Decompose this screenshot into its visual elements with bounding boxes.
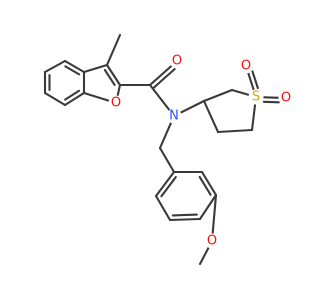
atom-o-sulfone-top: O	[238, 58, 254, 74]
double-bond-primary	[154, 170, 176, 198]
double-bond-secondary	[64, 89, 81, 101]
double-bond-secondary	[171, 213, 198, 217]
atom-mask	[169, 53, 185, 69]
atom-label-n-amide: N	[169, 109, 179, 124]
single-bond	[158, 146, 176, 174]
atom-mask	[108, 95, 124, 111]
atom-mask	[248, 89, 264, 105]
atom-mask	[204, 233, 220, 249]
single-bond	[148, 83, 171, 112]
double-bond-secondary	[151, 67, 176, 90]
double-bond-secondary	[198, 175, 212, 196]
molecule-diagram: O N O S O O O	[43, 33, 294, 266]
single-bond	[154, 194, 172, 222]
double-bond-primary	[148, 64, 173, 87]
atom-o-methoxy: O	[204, 233, 220, 249]
double-bond-primary	[63, 59, 86, 74]
atom-o-sulfone-right: O	[278, 90, 294, 106]
double-bond-primary	[262, 96, 281, 99]
single-bond	[198, 193, 218, 221]
bond-layer	[43, 33, 281, 266]
single-bond	[105, 33, 122, 67]
double-bond-primary	[247, 71, 255, 91]
double-bond-secondary	[251, 70, 259, 90]
single-bond	[43, 91, 67, 107]
double-bond-secondary	[64, 65, 81, 76]
atom-n-amide: N	[166, 108, 182, 124]
single-bond	[202, 99, 220, 134]
atom-label-o-furan: O	[111, 96, 121, 111]
double-bond-primary	[168, 217, 202, 222]
single-bond	[211, 193, 218, 236]
double-bond-primary	[200, 170, 218, 197]
atom-mask	[238, 58, 254, 74]
atom-mask	[166, 108, 182, 124]
double-bond-secondary	[262, 100, 280, 104]
single-bond	[43, 59, 67, 74]
atom-label-o-sulfone-top: O	[241, 59, 251, 74]
atom-label-s-sulfone: S	[252, 90, 260, 105]
single-bond	[82, 91, 111, 102]
atom-o-carbonyl: O	[169, 53, 185, 69]
single-bond	[198, 246, 210, 266]
single-bond	[230, 88, 250, 96]
double-bond-primary	[105, 63, 122, 87]
atom-o-furan: O	[108, 95, 124, 111]
single-bond	[116, 83, 122, 98]
single-bond	[179, 99, 206, 114]
double-bond-secondary	[160, 176, 177, 198]
atom-label-o-sulfone-right: O	[281, 91, 291, 106]
single-bond	[250, 103, 257, 132]
single-bond	[158, 121, 173, 150]
atom-label-o-methoxy: O	[207, 234, 217, 249]
double-bond-primary	[63, 91, 86, 107]
double-bond-secondary	[103, 68, 116, 86]
single-bond	[216, 128, 254, 134]
atom-layer: O N O S O O O	[108, 53, 294, 249]
atom-mask	[278, 90, 294, 106]
single-bond	[82, 63, 109, 74]
single-bond	[202, 88, 234, 103]
atom-label-o-carbonyl: O	[172, 54, 182, 69]
atom-s-sulfone: S	[248, 89, 264, 105]
